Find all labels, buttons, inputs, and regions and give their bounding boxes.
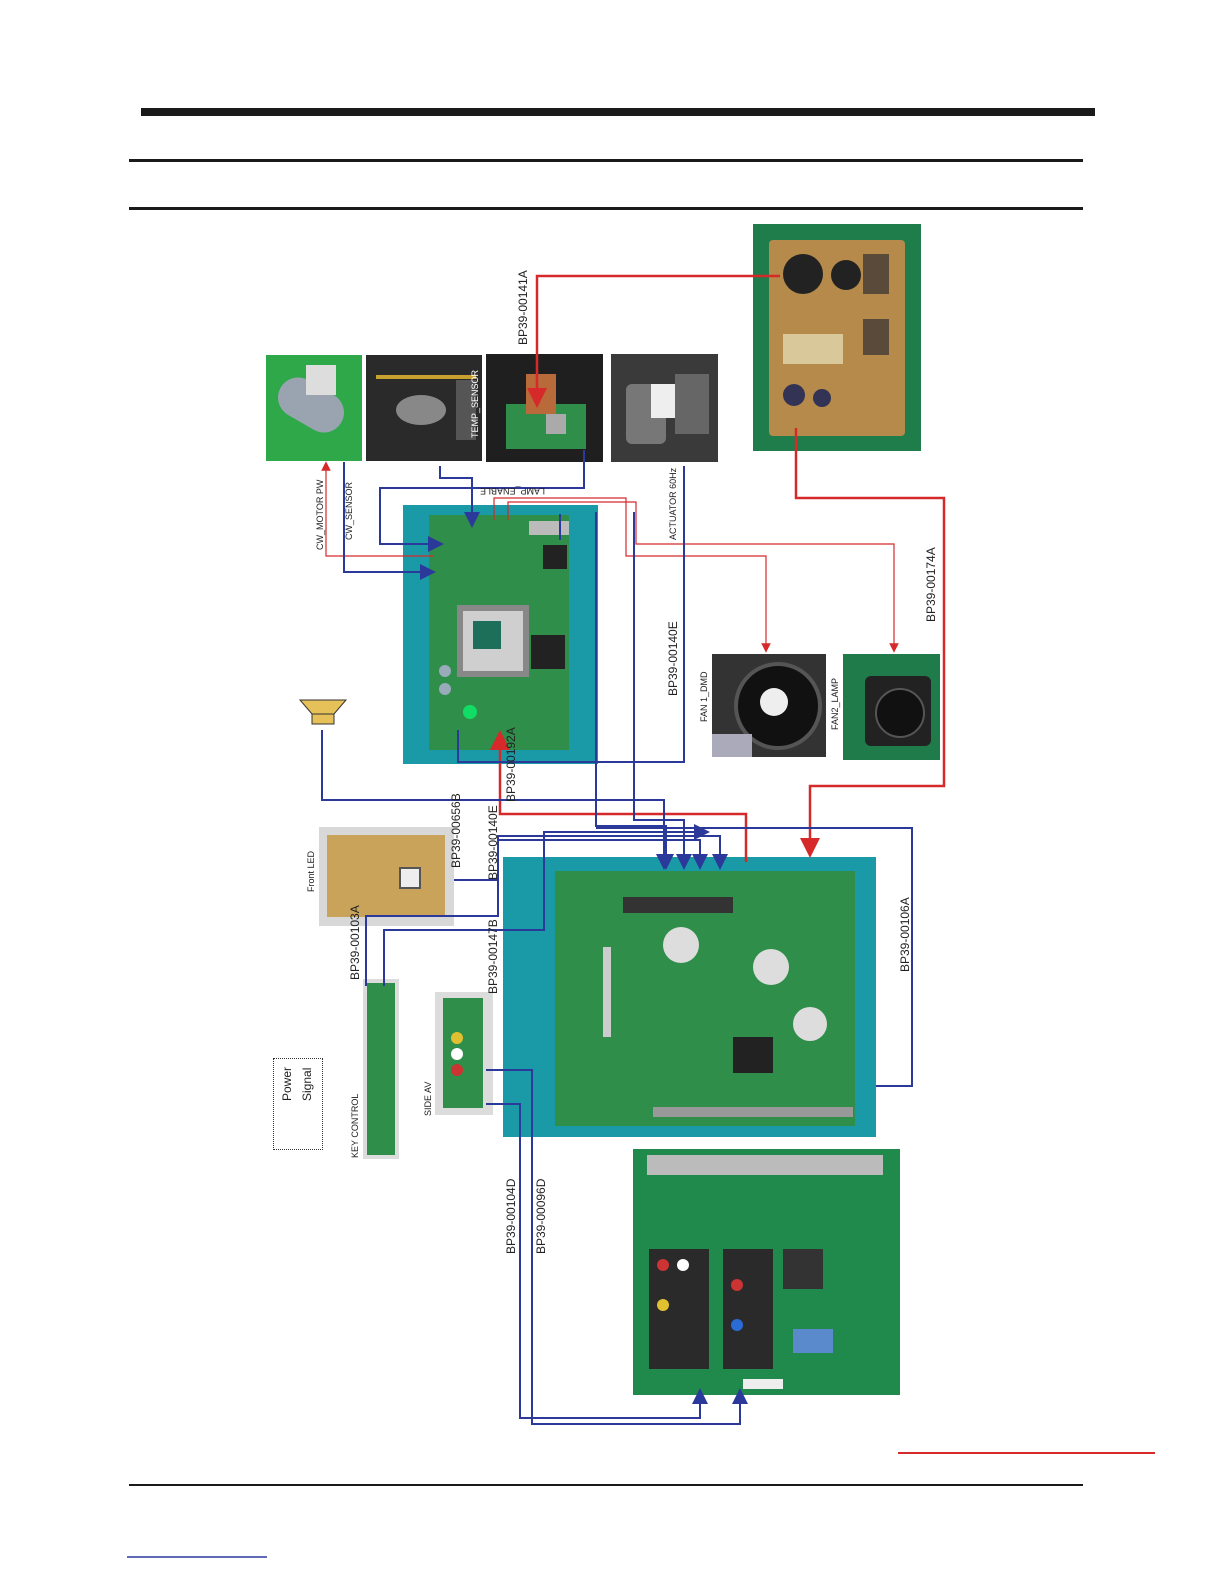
part-label-bp39-00141a: BP39-00141A [516,270,530,345]
part-label-bp39-00174a: BP39-00174A [924,547,938,622]
part-label-bp39-00106a: BP39-00106A [898,897,912,972]
header-rule-1 [129,159,1083,162]
part-label-bp39-00656b: BP39-00656B [449,793,463,868]
part-label-bp39-00104d: BP39-00104D [504,1179,518,1254]
part-label-bp39-00140e-lower: BP39-00140E [486,805,500,880]
part-label-bp39-00140e-upper: BP39-00140E [666,621,680,696]
actuator-photo [611,354,718,462]
header-thick-rule [141,108,1095,116]
part-label-bp39-00096d: BP39-00096D [534,1179,548,1254]
part-label-bp39-00103a: BP39-00103A [348,905,362,980]
side-av-photo [435,992,493,1115]
front-led-label: Front LED [306,851,316,892]
actuator-label: ACTUATOR 60Hz [668,468,678,540]
main-board-photo [503,857,876,1137]
io-board-photo [633,1149,900,1395]
header-rule-2 [129,207,1083,210]
key-control-label: KEY CONTROL [350,1094,360,1158]
dmd-board-photo [403,505,598,764]
footer-rule [129,1484,1083,1486]
key-control-photo [363,979,399,1159]
fan2-label: FAN2_LAMP [830,678,840,730]
side-av-label: SIDE AV [423,1082,433,1116]
fan1-photo [712,654,826,757]
temp-sensor-label: TEMP_SENSOR [470,370,480,438]
legend-signal-label: Signal [300,1068,314,1101]
power-board-photo [753,224,921,451]
cw-motor-photo [366,355,482,461]
cw-motor-pw-label: CW_MOTOR PW [315,480,325,550]
front-led-photo [319,827,454,926]
temp-sensor-photo [486,354,603,462]
lamp-enable-label: LAMP_ENABLE [480,486,545,496]
color-wheel-photo [266,355,362,461]
cw-sensor-label: CW_SENSOR [344,482,354,540]
part-label-bp39-00192a: BP39-00192A [504,727,518,802]
part-label-bp39-00147b: BP39-00147B [486,919,500,994]
legend-power-label: Power [280,1067,294,1101]
fan2-photo [843,654,940,760]
fan1-label: FAN 1_DMD [699,671,709,722]
